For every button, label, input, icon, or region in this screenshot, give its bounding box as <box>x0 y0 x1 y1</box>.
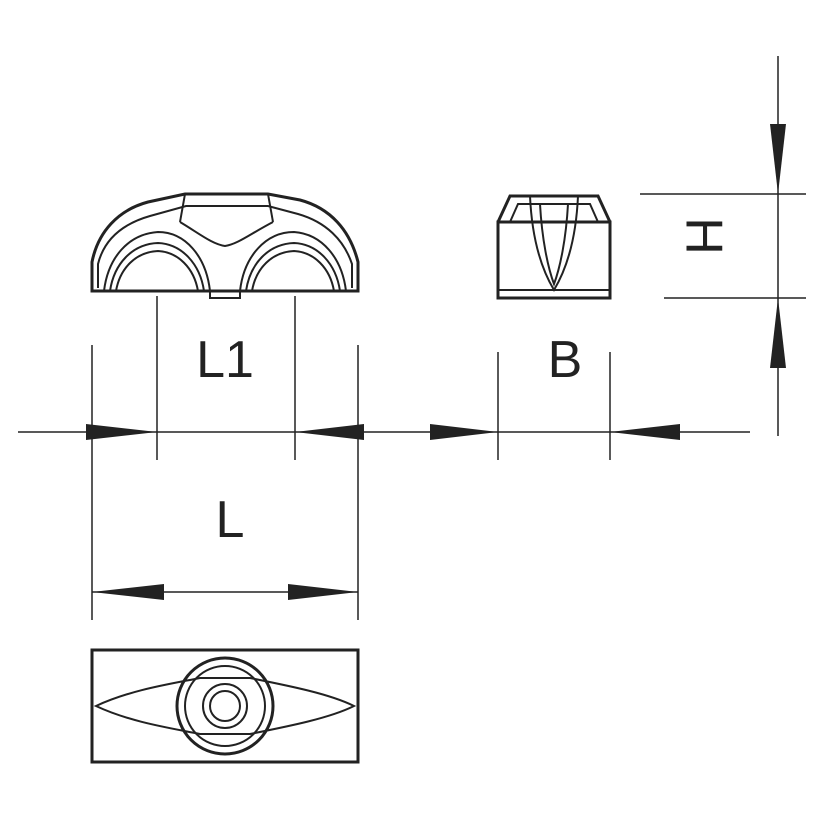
top-view-bore-inner <box>209 690 241 722</box>
arrow-b-left <box>430 424 498 440</box>
arrow-b-right <box>610 424 680 440</box>
front-view-left-saddle-outer <box>103 230 211 292</box>
front-view-center-web <box>179 221 274 248</box>
top-view-outline <box>90 648 360 764</box>
top-view-boss-ring <box>184 665 266 747</box>
side-view-body <box>496 220 612 300</box>
front-view-right-saddle-mid <box>245 241 341 292</box>
dimension-label-l: L <box>216 491 245 549</box>
dimension-label-l1: L1 <box>196 331 254 389</box>
arrow-l1-left <box>86 424 157 440</box>
top-view-boss-outer <box>175 656 275 756</box>
arrow-l1-right <box>295 424 364 440</box>
arrow-l-left <box>92 584 164 600</box>
top-view-bore-outer <box>202 683 248 729</box>
arrow-h-top <box>770 124 786 194</box>
arrow-h-bottom <box>770 298 786 368</box>
dimension-label-h: H <box>674 217 732 255</box>
front-view-outer-arch <box>90 192 360 293</box>
dimension-horizontal-top: L1 B <box>18 296 750 620</box>
side-view-v-groove-outer <box>529 195 579 292</box>
side-view-top-cap <box>496 194 612 223</box>
front-view-inner-band <box>97 205 353 288</box>
front-view-left-saddle-inner <box>115 249 199 292</box>
front-view-top-cut-right <box>267 193 274 223</box>
dimension-vertical: H <box>640 56 806 436</box>
dimension-horizontal-bottom: L <box>92 491 358 600</box>
side-view <box>496 194 612 300</box>
top-view <box>90 648 360 764</box>
front-view-top-cut-left <box>179 193 186 223</box>
front-view-left-saddle-mid <box>109 241 205 292</box>
side-view-top-inner <box>509 203 599 223</box>
side-view-v-groove-inner <box>539 203 569 287</box>
front-view-right-saddle-outer <box>239 230 347 292</box>
front-view <box>90 192 360 299</box>
front-view-center-post <box>209 291 241 299</box>
dimension-label-b: B <box>548 331 583 389</box>
arrow-l-right <box>288 584 358 600</box>
top-view-leaf-shape <box>93 677 357 735</box>
front-view-right-saddle-inner <box>251 249 335 292</box>
